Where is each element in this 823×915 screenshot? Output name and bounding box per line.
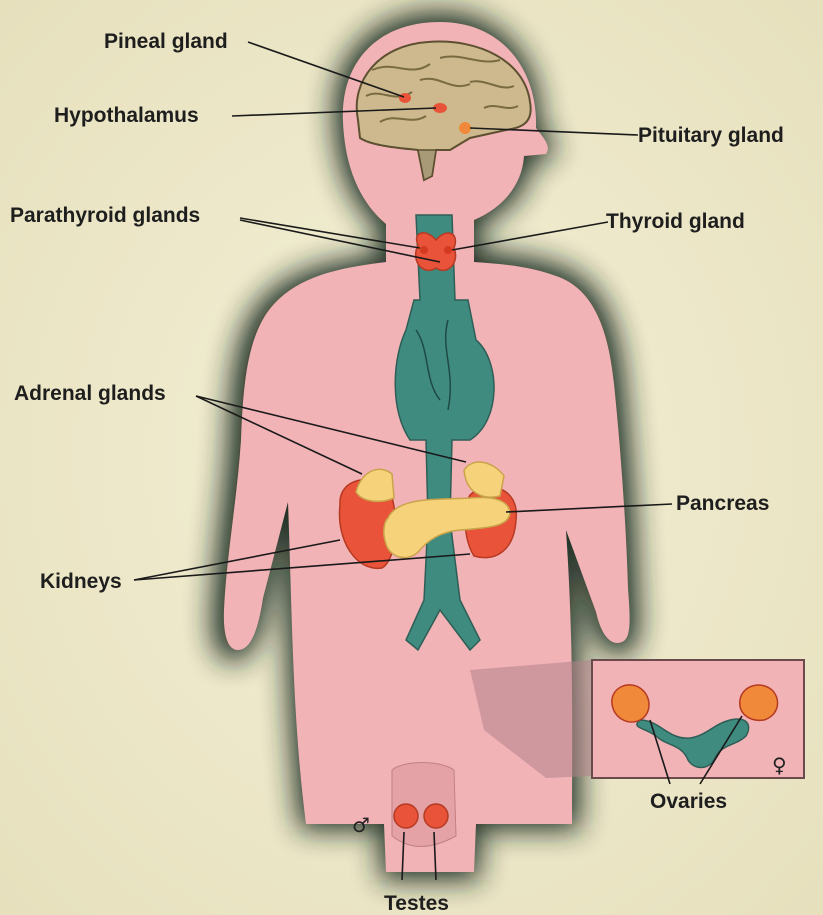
label-kidneys: Kidneys (40, 570, 122, 593)
label-testes: Testes (384, 892, 449, 915)
label-pineal-gland: Pineal gland (104, 30, 228, 53)
pituitary-gland-shape (459, 122, 471, 134)
pineal-gland-shape (399, 93, 411, 103)
label-hypothalamus: Hypothalamus (54, 104, 199, 127)
male-symbol: ♂ (352, 813, 370, 837)
testes-shape (392, 763, 456, 847)
label-adrenal-glands: Adrenal glands (14, 382, 166, 405)
female-symbol: ♀ (772, 753, 787, 777)
label-thyroid-gland: Thyroid gland (606, 210, 745, 233)
label-pancreas: Pancreas (676, 492, 769, 515)
label-parathyroid-glands: Parathyroid glands (10, 204, 200, 227)
label-pituitary-gland: Pituitary gland (638, 124, 784, 147)
thyroid-gland-shape (416, 233, 456, 271)
label-ovaries: Ovaries (650, 790, 727, 813)
